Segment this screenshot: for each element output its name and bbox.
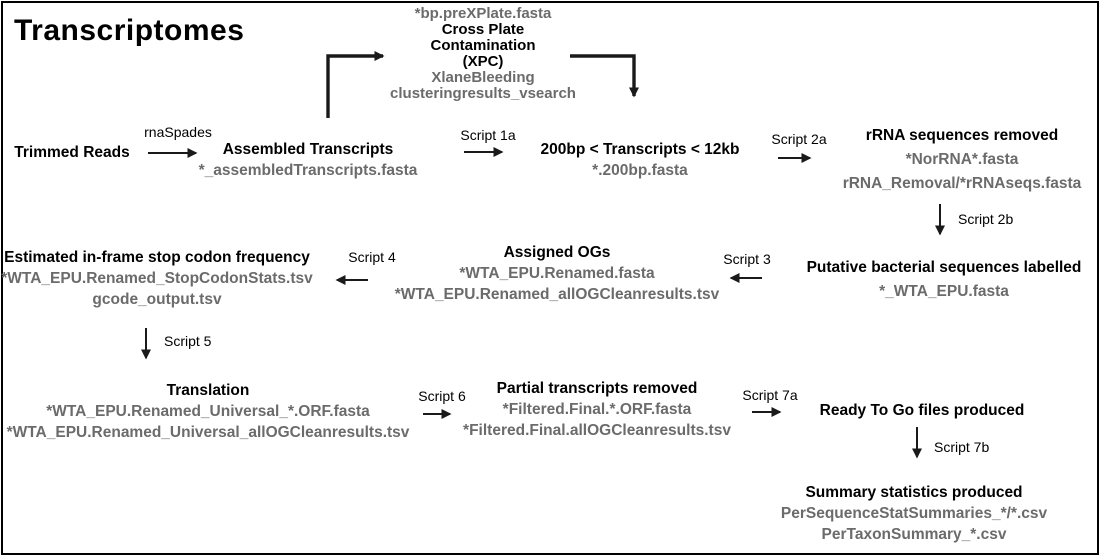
size-filtered-file-1: *.200bp.fasta bbox=[592, 162, 688, 179]
node-ready-to-go: Ready To Go files produced bbox=[820, 400, 1025, 421]
rrna-removed-file-2: rRNA_Removal/*rRNAseqs.fasta bbox=[842, 175, 1082, 192]
node-size-filtered: 200bp < Transcripts < 12kb *.200bp.fasta bbox=[540, 139, 739, 181]
ready-to-go-title: Ready To Go files produced bbox=[819, 402, 1025, 419]
node-translation: Translation *WTA_EPU.Renamed_Universal_*… bbox=[7, 380, 410, 443]
node-partial-removed: Partial transcripts removed *Filtered.Fi… bbox=[463, 378, 731, 441]
xpc-title-line1: Cross Plate bbox=[441, 21, 525, 38]
arrow-assembled-to-xpc bbox=[326, 51, 385, 118]
translation-file-1: *WTA_EPU.Renamed_Universal_*.ORF.fasta bbox=[46, 403, 370, 420]
node-stop-codon-frequency: Estimated in-frame stop codon frequency … bbox=[1, 247, 312, 310]
trimmed-reads-title: Trimmed Reads bbox=[14, 144, 130, 161]
edge-label-script-3: Script 3 bbox=[723, 251, 771, 267]
partial-removed-title: Partial transcripts removed bbox=[496, 380, 698, 397]
assembled-transcripts-file-1: *_assembledTranscripts.fasta bbox=[198, 162, 418, 179]
node-cross-plate-contamination: *bp.preXPlate.fasta Cross Plate Contamin… bbox=[390, 6, 576, 102]
translation-file-2: *WTA_EPU.Renamed_Universal_allOGCleanres… bbox=[6, 424, 410, 441]
node-assigned-ogs: Assigned OGs *WTA_EPU.Renamed.fasta *WTA… bbox=[395, 242, 719, 305]
edge-label-script-5: Script 5 bbox=[164, 333, 212, 349]
edge-label-script-1a: Script 1a bbox=[460, 127, 516, 143]
summary-stats-file-2: PerTaxonSummary_*.csv bbox=[821, 526, 1007, 543]
stop-codon-frequency-title: Estimated in-frame stop codon frequency bbox=[4, 249, 310, 266]
xpc-file-above: *bp.preXPlate.fasta bbox=[414, 5, 552, 22]
stop-codon-frequency-file-1: *WTA_EPU.Renamed_StopCodonStats.tsv bbox=[1, 270, 313, 287]
assigned-ogs-file-2: *WTA_EPU.Renamed_allOGCleanresults.tsv bbox=[394, 286, 720, 303]
edge-label-script-6: Script 6 bbox=[418, 388, 466, 404]
edge-label-script-2a: Script 2a bbox=[771, 131, 827, 147]
node-bacterial-labelled: Putative bacterial sequences labelled *_… bbox=[807, 256, 1082, 304]
node-summary-stats: Summary statistics produced PerSequenceS… bbox=[781, 482, 1047, 545]
xpc-title-line2: Contamination bbox=[430, 37, 536, 54]
partial-removed-file-1: *Filtered.Final.*.ORF.fasta bbox=[502, 401, 692, 418]
xpc-file-1: XlaneBleeding bbox=[431, 69, 535, 86]
edge-label-script-4: Script 4 bbox=[348, 249, 396, 265]
assigned-ogs-title: Assigned OGs bbox=[503, 244, 611, 261]
node-assembled-transcripts: Assembled Transcripts *_assembledTranscr… bbox=[199, 139, 418, 181]
summary-stats-file-1: PerSequenceStatSummaries_*/*.csv bbox=[780, 505, 1048, 522]
assigned-ogs-file-1: *WTA_EPU.Renamed.fasta bbox=[459, 265, 655, 282]
size-filtered-title: 200bp < Transcripts < 12kb bbox=[540, 141, 740, 158]
assembled-transcripts-title: Assembled Transcripts bbox=[222, 141, 394, 158]
edge-label-script-7b: Script 7b bbox=[934, 439, 990, 455]
edge-label-script-2b: Script 2b bbox=[958, 211, 1014, 227]
xpc-title-line3: (XPC) bbox=[462, 53, 504, 70]
diagram-title: Transcriptomes bbox=[14, 14, 245, 47]
bacterial-labelled-file-1: *_WTA_EPU.fasta bbox=[879, 283, 1009, 300]
stop-codon-frequency-file-2: gcode_output.tsv bbox=[92, 291, 222, 308]
node-trimmed-reads: Trimmed Reads bbox=[14, 142, 129, 163]
summary-stats-title: Summary statistics produced bbox=[805, 484, 1023, 501]
xpc-file-2: clusteringresults_vsearch bbox=[390, 85, 576, 102]
edge-label-rnaspades: rnaSpades bbox=[144, 124, 212, 140]
arrow-xpc-to-size-filtered bbox=[570, 54, 639, 98]
translation-title: Translation bbox=[166, 382, 250, 399]
rrna-removed-file-1: *NorRNA*.fasta bbox=[905, 151, 1019, 168]
bacterial-labelled-title: Putative bacterial sequences labelled bbox=[806, 259, 1082, 276]
partial-removed-file-2: *Filtered.Final.allOGCleanresults.tsv bbox=[463, 422, 731, 439]
rrna-removed-title: rRNA sequences removed bbox=[865, 127, 1059, 144]
node-rrna-removed: rRNA sequences removed *NorRNA*.fasta rR… bbox=[843, 124, 1082, 196]
edge-label-script-7a: Script 7a bbox=[742, 387, 798, 403]
